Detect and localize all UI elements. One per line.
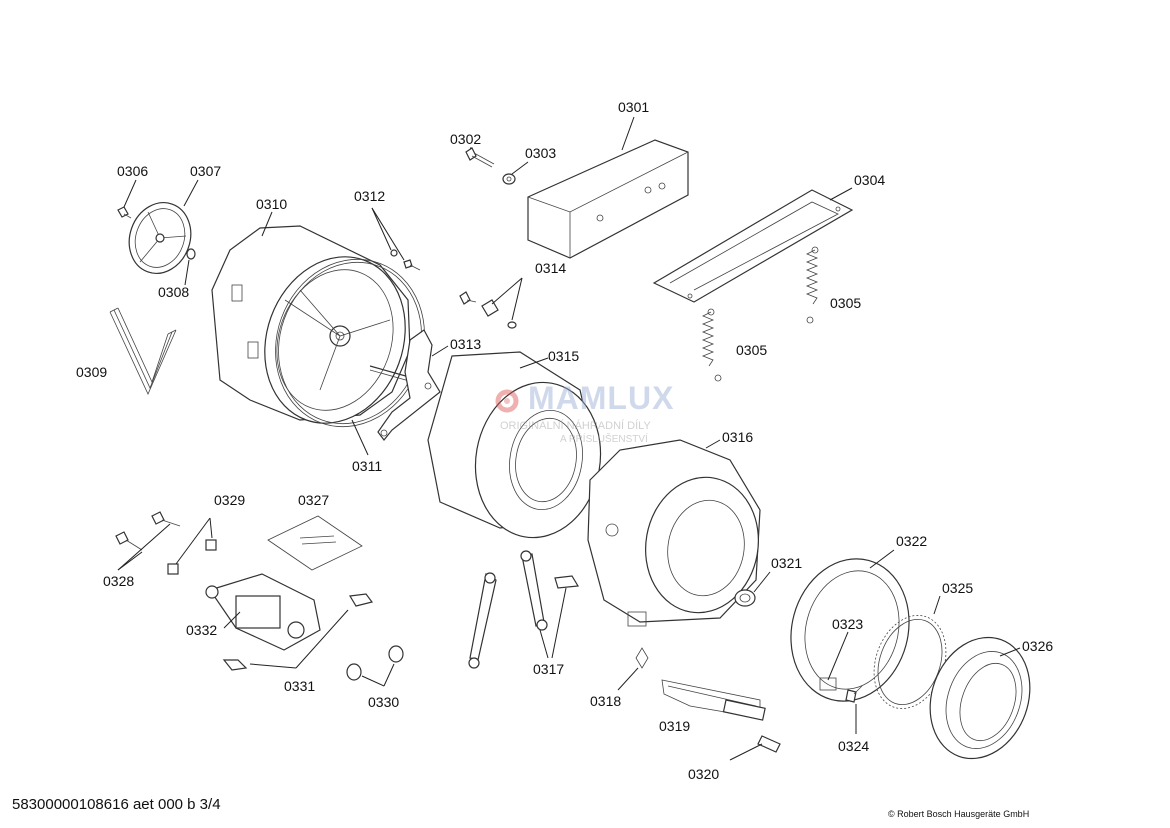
watermark: MAMLUX ORIGINÁLNÍ NÁHRADNÍ DÍLY A PŘÍSLU… (490, 380, 690, 450)
label-0320: 0320 (688, 766, 719, 782)
part-0332-pump-drawing (205, 573, 321, 651)
part-0307-pulley-drawing (128, 202, 192, 274)
label-0323: 0323 (832, 616, 863, 632)
label-0324: 0324 (838, 738, 869, 754)
label-0301: 0301 (618, 99, 649, 115)
label-0312: 0312 (354, 188, 385, 204)
label-0311: 0311 (352, 458, 382, 474)
part-0322-ring-drawing (790, 558, 910, 702)
part-0306-drawing (117, 206, 132, 219)
label-0325: 0325 (942, 580, 973, 596)
part-0301-drawing (527, 139, 689, 259)
label-0307: 0307 (190, 163, 221, 179)
label-0326: 0326 (1022, 638, 1053, 654)
part-0331-drawing (222, 593, 374, 671)
part-0312-drawing (390, 249, 421, 271)
label-0319: 0319 (659, 718, 690, 734)
part-0321-drawing (734, 589, 756, 607)
part-0305-spring-right (805, 246, 819, 324)
label-0329: 0329 (214, 492, 245, 508)
part-0320-sensor-drawing (757, 735, 781, 753)
gear-icon (495, 389, 519, 413)
part-0309-belt-drawing (109, 307, 177, 395)
label-0313: 0313 (450, 336, 481, 352)
label-0303: 0303 (525, 145, 556, 161)
part-0317-shock-absorbers-drawing (468, 550, 580, 669)
label-0328: 0328 (103, 573, 134, 589)
label-0322: 0322 (896, 533, 927, 549)
watermark-line-1: ORIGINÁLNÍ NÁHRADNÍ DÍLY (500, 420, 651, 432)
watermark-line-2: A PŘÍSLUŠENSTVÍ (560, 434, 648, 445)
part-0326-gasket-drawing (929, 636, 1031, 760)
label-0302: 0302 (450, 131, 481, 147)
part-0327-sheet-drawing (267, 515, 363, 571)
part-0315-drum-drawing (427, 351, 602, 539)
label-0306: 0306 (117, 163, 148, 179)
label-0321: 0321 (771, 555, 802, 571)
label-0308: 0308 (158, 284, 189, 300)
part-0308-drawing (186, 248, 196, 260)
label-0310: 0310 (256, 196, 287, 212)
label-0317: 0317 (533, 661, 564, 677)
label-0318: 0318 (590, 693, 621, 709)
document-number: 58300000108616 aet 000 b 3/4 (12, 796, 221, 813)
part-0303-drawing (502, 173, 516, 185)
label-0304: 0304 (854, 172, 885, 188)
label-0309: 0309 (76, 364, 107, 380)
label-0314: 0314 (535, 260, 566, 276)
part-0310-rear-tub-drawing (211, 225, 411, 424)
label-0305-left: 0305 (736, 342, 767, 358)
copyright-notice: © Robert Bosch Hausgeräte GmbH (888, 809, 1030, 819)
part-0318-drawing (635, 647, 649, 669)
part-0302-drawing (465, 147, 495, 168)
part-0329-drawing (167, 539, 217, 575)
part-0330-drawing (346, 645, 404, 681)
label-0305-right: 0305 (830, 295, 861, 311)
part-0304-drawing (652, 189, 854, 303)
part-0328-drawing (115, 511, 181, 551)
part-0314-drawing (459, 291, 517, 329)
part-0316-front-tub-drawing (587, 439, 761, 627)
label-0316: 0316 (722, 429, 753, 445)
label-0330: 0330 (368, 694, 399, 710)
label-0331: 0331 (284, 678, 315, 694)
part-0313-spider-drawing (369, 329, 441, 441)
label-0327: 0327 (298, 492, 329, 508)
part-0319-heater-drawing (661, 679, 766, 721)
part-0324-drawing (845, 685, 863, 703)
watermark-brand: MAMLUX (528, 380, 675, 416)
label-0332: 0332 (186, 622, 217, 638)
label-0315: 0315 (548, 348, 579, 364)
part-0305-spring-left (701, 308, 722, 382)
